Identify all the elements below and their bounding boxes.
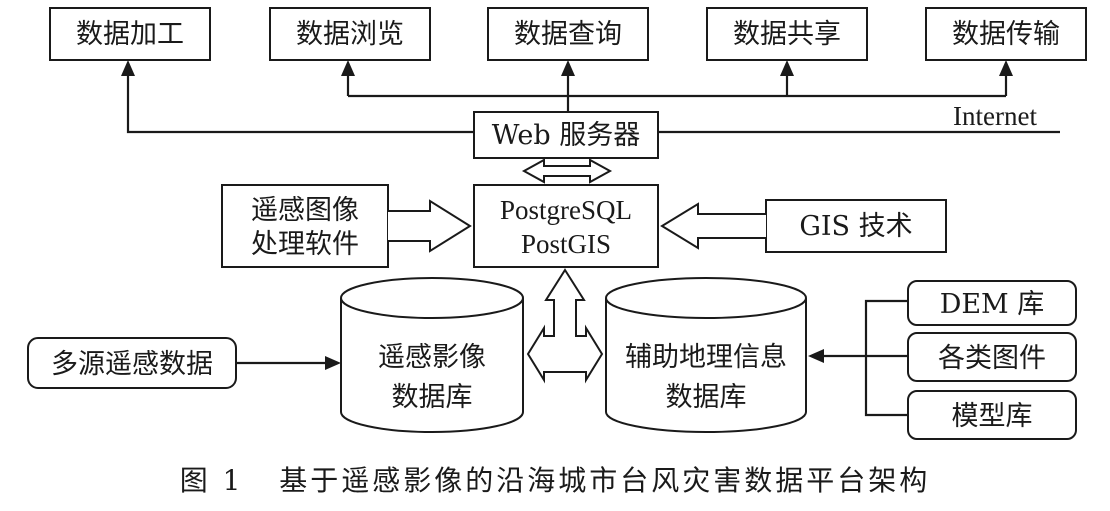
arrowhead-icon [341, 60, 355, 76]
fork-arrow-icon [526, 268, 604, 384]
arrowhead-icon [121, 60, 135, 76]
arrowhead-icon [780, 60, 794, 76]
rs-db-label: 数据库 [392, 382, 473, 413]
postgis-label: PostGIS [521, 229, 611, 259]
top-node-label: 数据共享 [733, 19, 841, 50]
postgresql-label: PostgreSQL [500, 195, 632, 225]
aux-db-label: 辅助地理信息 [625, 342, 787, 373]
top-node-data-sharing: 数据共享 [706, 7, 868, 61]
top-node-data-transmission: 数据传输 [925, 7, 1087, 61]
bracket-connector [823, 299, 908, 417]
figure-caption: 图 1 基于遥感影像的沿海城市台风灾害数据平台架构 [180, 464, 930, 497]
auxiliary-geo-database: 辅助地理信息 数据库 [605, 277, 807, 433]
dem-library-node: DEM 库 [907, 280, 1077, 326]
database-core-node: PostgreSQL PostGIS [473, 184, 659, 268]
arrowhead-icon [325, 356, 341, 370]
top-node-label: 数据查询 [514, 19, 622, 50]
rs-software-node: 遥感图像 处理软件 [221, 184, 389, 268]
top-node-data-processing: 数据加工 [49, 7, 211, 61]
dem-label: DEM 库 [940, 289, 1045, 320]
models-library-node: 模型库 [907, 390, 1077, 440]
top-node-label: 数据传输 [952, 19, 1060, 50]
multi-source-label: 多源遥感数据 [51, 349, 213, 380]
web-server-node: Web 服务器 [473, 111, 659, 159]
aux-db-label: 数据库 [666, 382, 747, 413]
models-label: 模型库 [952, 401, 1033, 432]
gis-technology-node: GIS 技术 [765, 199, 947, 253]
web-server-label: Web 服务器 [492, 120, 640, 151]
arrowhead-icon [999, 60, 1013, 76]
top-node-data-browsing: 数据浏览 [269, 7, 431, 61]
top-node-label: 数据浏览 [296, 19, 404, 50]
rs-software-label: 处理软件 [251, 229, 359, 260]
arrow-left-icon [660, 202, 766, 250]
multi-source-data-node: 多源遥感数据 [27, 337, 237, 389]
maps-node: 各类图件 [907, 332, 1077, 382]
arrow-right-icon [388, 199, 472, 253]
rs-image-database: 遥感影像 数据库 [340, 277, 524, 433]
maps-label: 各类图件 [938, 343, 1046, 374]
top-node-label: 数据加工 [76, 19, 184, 50]
double-arrow-icon [521, 158, 613, 184]
top-node-data-query: 数据查询 [487, 7, 649, 61]
rs-software-label: 遥感图像 [251, 195, 359, 226]
arrowhead-icon [808, 349, 824, 363]
internet-label: Internet [953, 101, 1037, 131]
rs-db-label: 遥感影像 [378, 342, 486, 373]
arrowhead-icon [561, 60, 575, 76]
gis-technology-label: GIS 技术 [799, 211, 912, 242]
